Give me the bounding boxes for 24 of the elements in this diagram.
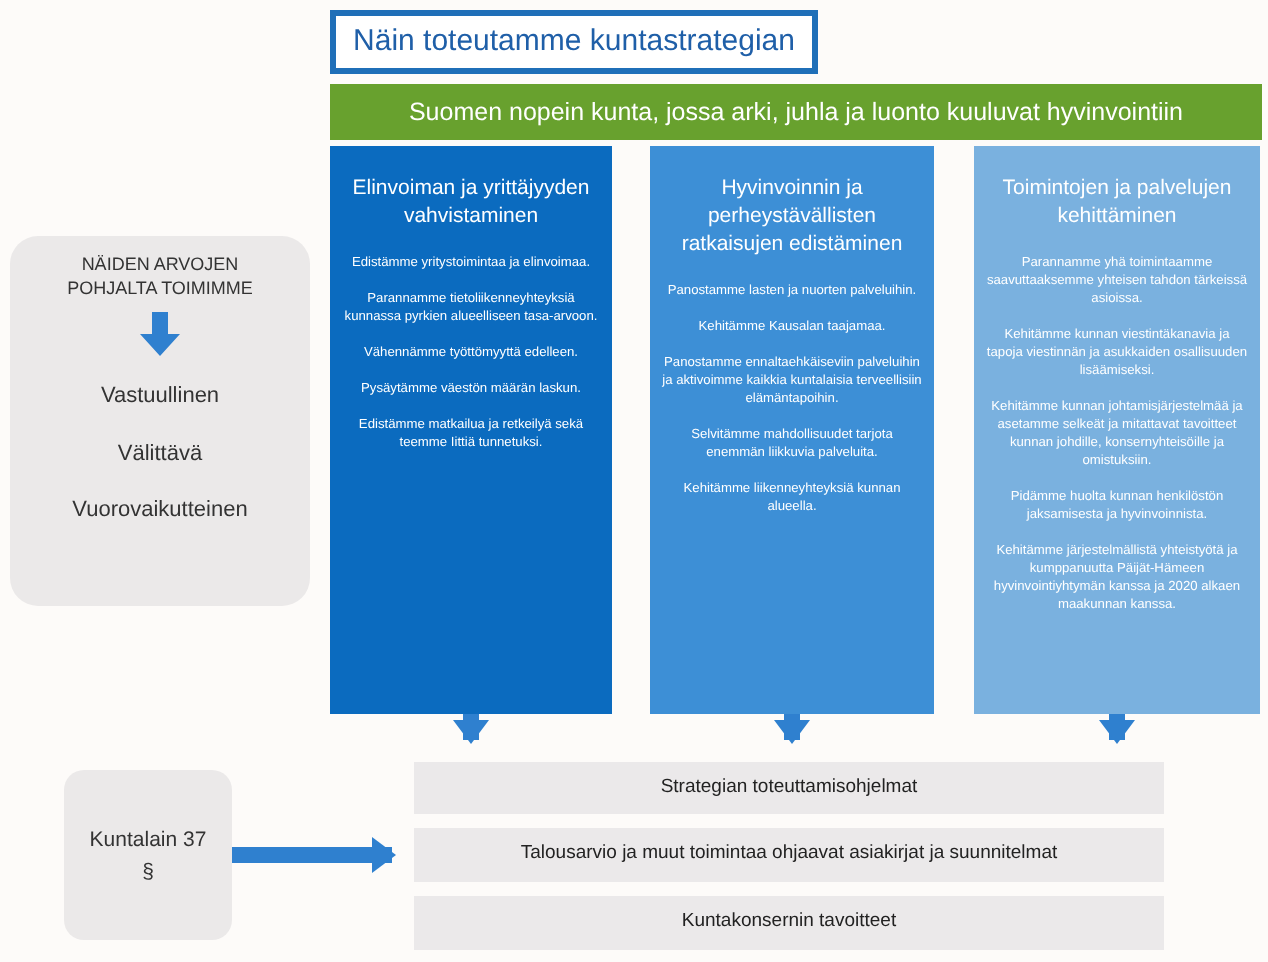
title-box	[330, 10, 818, 74]
column-heading: Elinvoiman ja yrittäjyyden vahvistaminen	[350, 174, 592, 230]
arrow	[453, 714, 489, 744]
values-heading: NÄIDEN ARVOJEN POHJALTA TOIMIMME	[65, 252, 255, 300]
title-text: Näin toteutamme kuntastrategian	[353, 21, 795, 62]
vision-text: Suomen nopein kunta, jossa arki, juhla ja luonto kuuluvat hyvinvointiin	[408, 95, 1184, 130]
column-heading: Toimintojen ja palvelujen kehittäminen	[1000, 174, 1234, 230]
vision-banner	[330, 84, 1262, 140]
law-card	[64, 770, 232, 940]
values-card	[10, 236, 310, 606]
value-text: Välittävä	[117, 439, 203, 469]
arrow	[232, 837, 396, 873]
document-text: Kuntakonsernin tavoitteet	[681, 908, 897, 937]
value-text: Vastuullinen	[100, 382, 220, 412]
document-text: Talousarvio ja muut toimintaa ohjaavat asiakirjat ja suunnitelmat	[520, 840, 1058, 869]
goal-column	[330, 146, 612, 714]
column-heading: Hyvinvoinnin ja perheystävällisten ratkaisujen edistäminen	[679, 174, 905, 258]
arrow	[774, 714, 810, 744]
goal-column	[974, 146, 1260, 714]
goal-column	[650, 146, 934, 714]
arrow	[1099, 714, 1135, 744]
document-text: Strategian toteuttamisohjelmat	[660, 773, 918, 802]
law-text: Kuntalain 37 §	[88, 825, 208, 887]
value-text: Vuorovaikutteinen	[72, 496, 248, 526]
